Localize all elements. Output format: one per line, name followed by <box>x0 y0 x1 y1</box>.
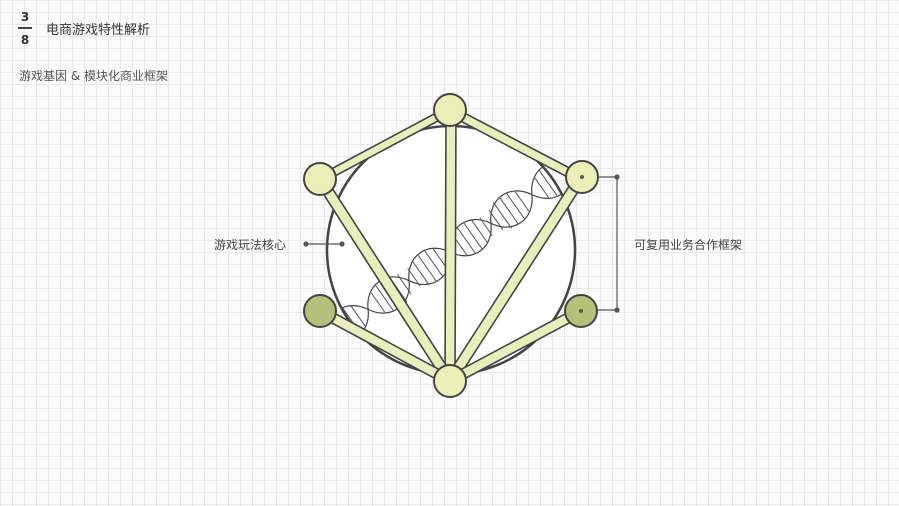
section-title: 电商游戏特性解析 <box>46 23 151 38</box>
right-node-marker-bottom <box>579 309 583 313</box>
right-bracket-dot-top <box>614 174 620 180</box>
right-node-marker-top <box>580 175 584 179</box>
left-connector-dot-end <box>339 241 345 247</box>
page-subtitle: 游戏基因 & 模块化商业框架 <box>19 69 168 83</box>
page-number-divider <box>18 27 32 29</box>
left-label: 游戏玩法核心 <box>214 238 287 252</box>
beam-top-bottom <box>444 109 457 382</box>
page-number: 3 8 <box>16 10 34 47</box>
node-top <box>433 93 467 127</box>
page-index: 3 <box>20 10 30 24</box>
node-upper-left <box>303 162 337 196</box>
node-bottom <box>433 364 467 398</box>
left-connector-dot <box>303 241 309 247</box>
right-bracket-dot-bottom <box>614 307 620 313</box>
page-total: 8 <box>20 32 30 47</box>
right-label: 可复用业务合作框架 <box>634 238 743 252</box>
node-lower-left <box>303 294 337 328</box>
